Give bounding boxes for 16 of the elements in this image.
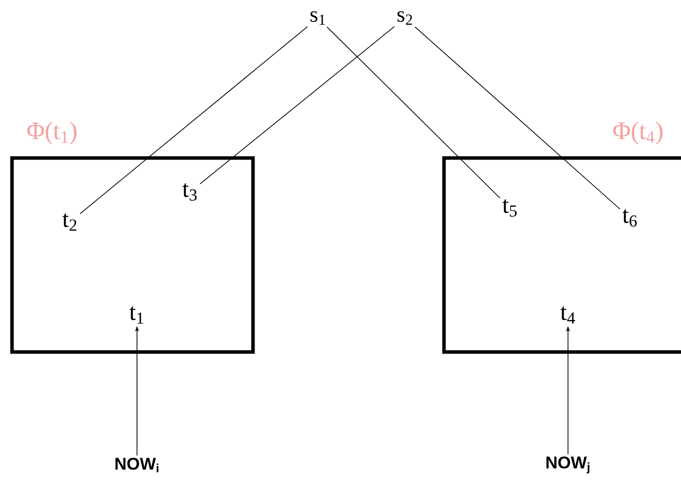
node-label: Φ(t$_{4}$)	[613, 122, 662, 144]
time-label: t$_{2}$	[62, 213, 76, 231]
time-label: t$_{1}$	[129, 306, 144, 324]
node-label: Φ(t$_{1}$)	[27, 122, 76, 144]
state-label: s$_{2}$	[398, 11, 412, 25]
connector-line	[80, 26, 308, 214]
time-label: t$_{6}$	[622, 209, 637, 227]
now-label: NOW$_{i}$	[115, 458, 158, 472]
time-label: t$_{3}$	[182, 183, 197, 201]
connector-line	[200, 26, 395, 184]
now-label: NOW$_{j}$	[546, 456, 590, 474]
time-label: t$_{5}$	[502, 199, 517, 217]
connector-line	[326, 26, 500, 199]
connector-line	[414, 26, 620, 210]
time-label: t$_{4}$	[560, 306, 576, 324]
state-label: s$_{1}$	[310, 11, 325, 25]
